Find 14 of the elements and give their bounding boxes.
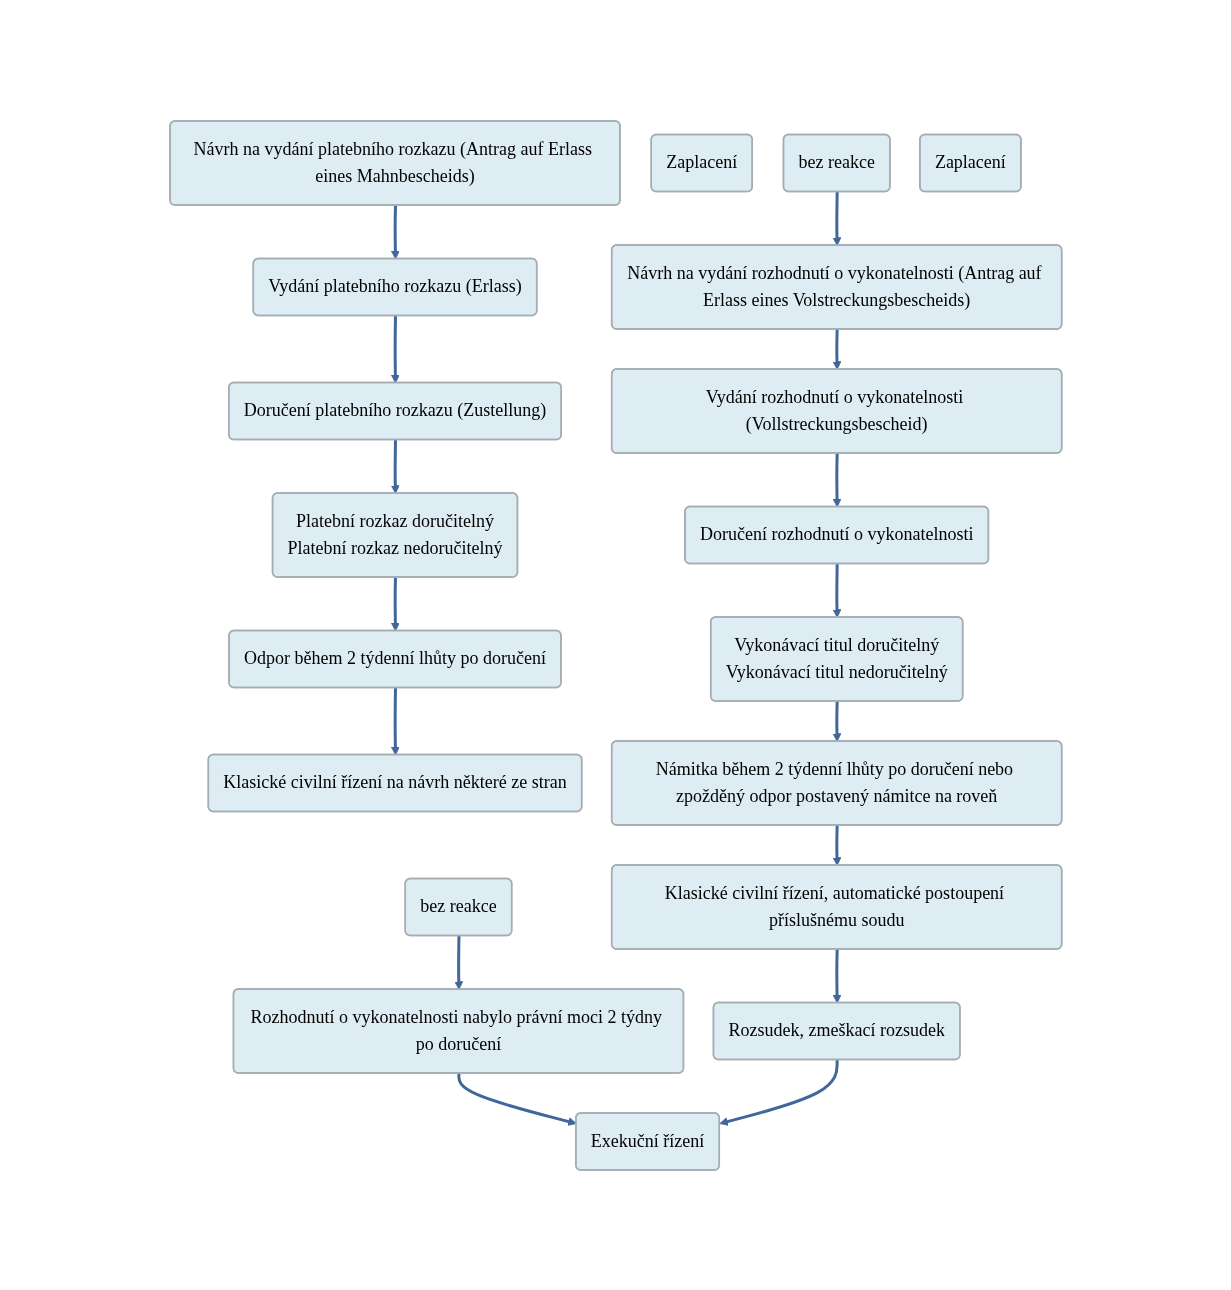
arrow: [832, 328, 842, 370]
arrow: [719, 1059, 839, 1126]
arrow: [832, 824, 842, 866]
arrow: [390, 439, 400, 494]
arrow: [390, 315, 400, 383]
arrow: [454, 935, 463, 990]
arrow: [832, 948, 842, 1003]
arrow: [832, 452, 842, 507]
arrow: [390, 687, 400, 755]
arrow: [832, 700, 842, 742]
arrow: [390, 576, 400, 631]
arrow: [832, 563, 842, 618]
arrow: [832, 191, 842, 246]
arrow: [390, 204, 400, 259]
